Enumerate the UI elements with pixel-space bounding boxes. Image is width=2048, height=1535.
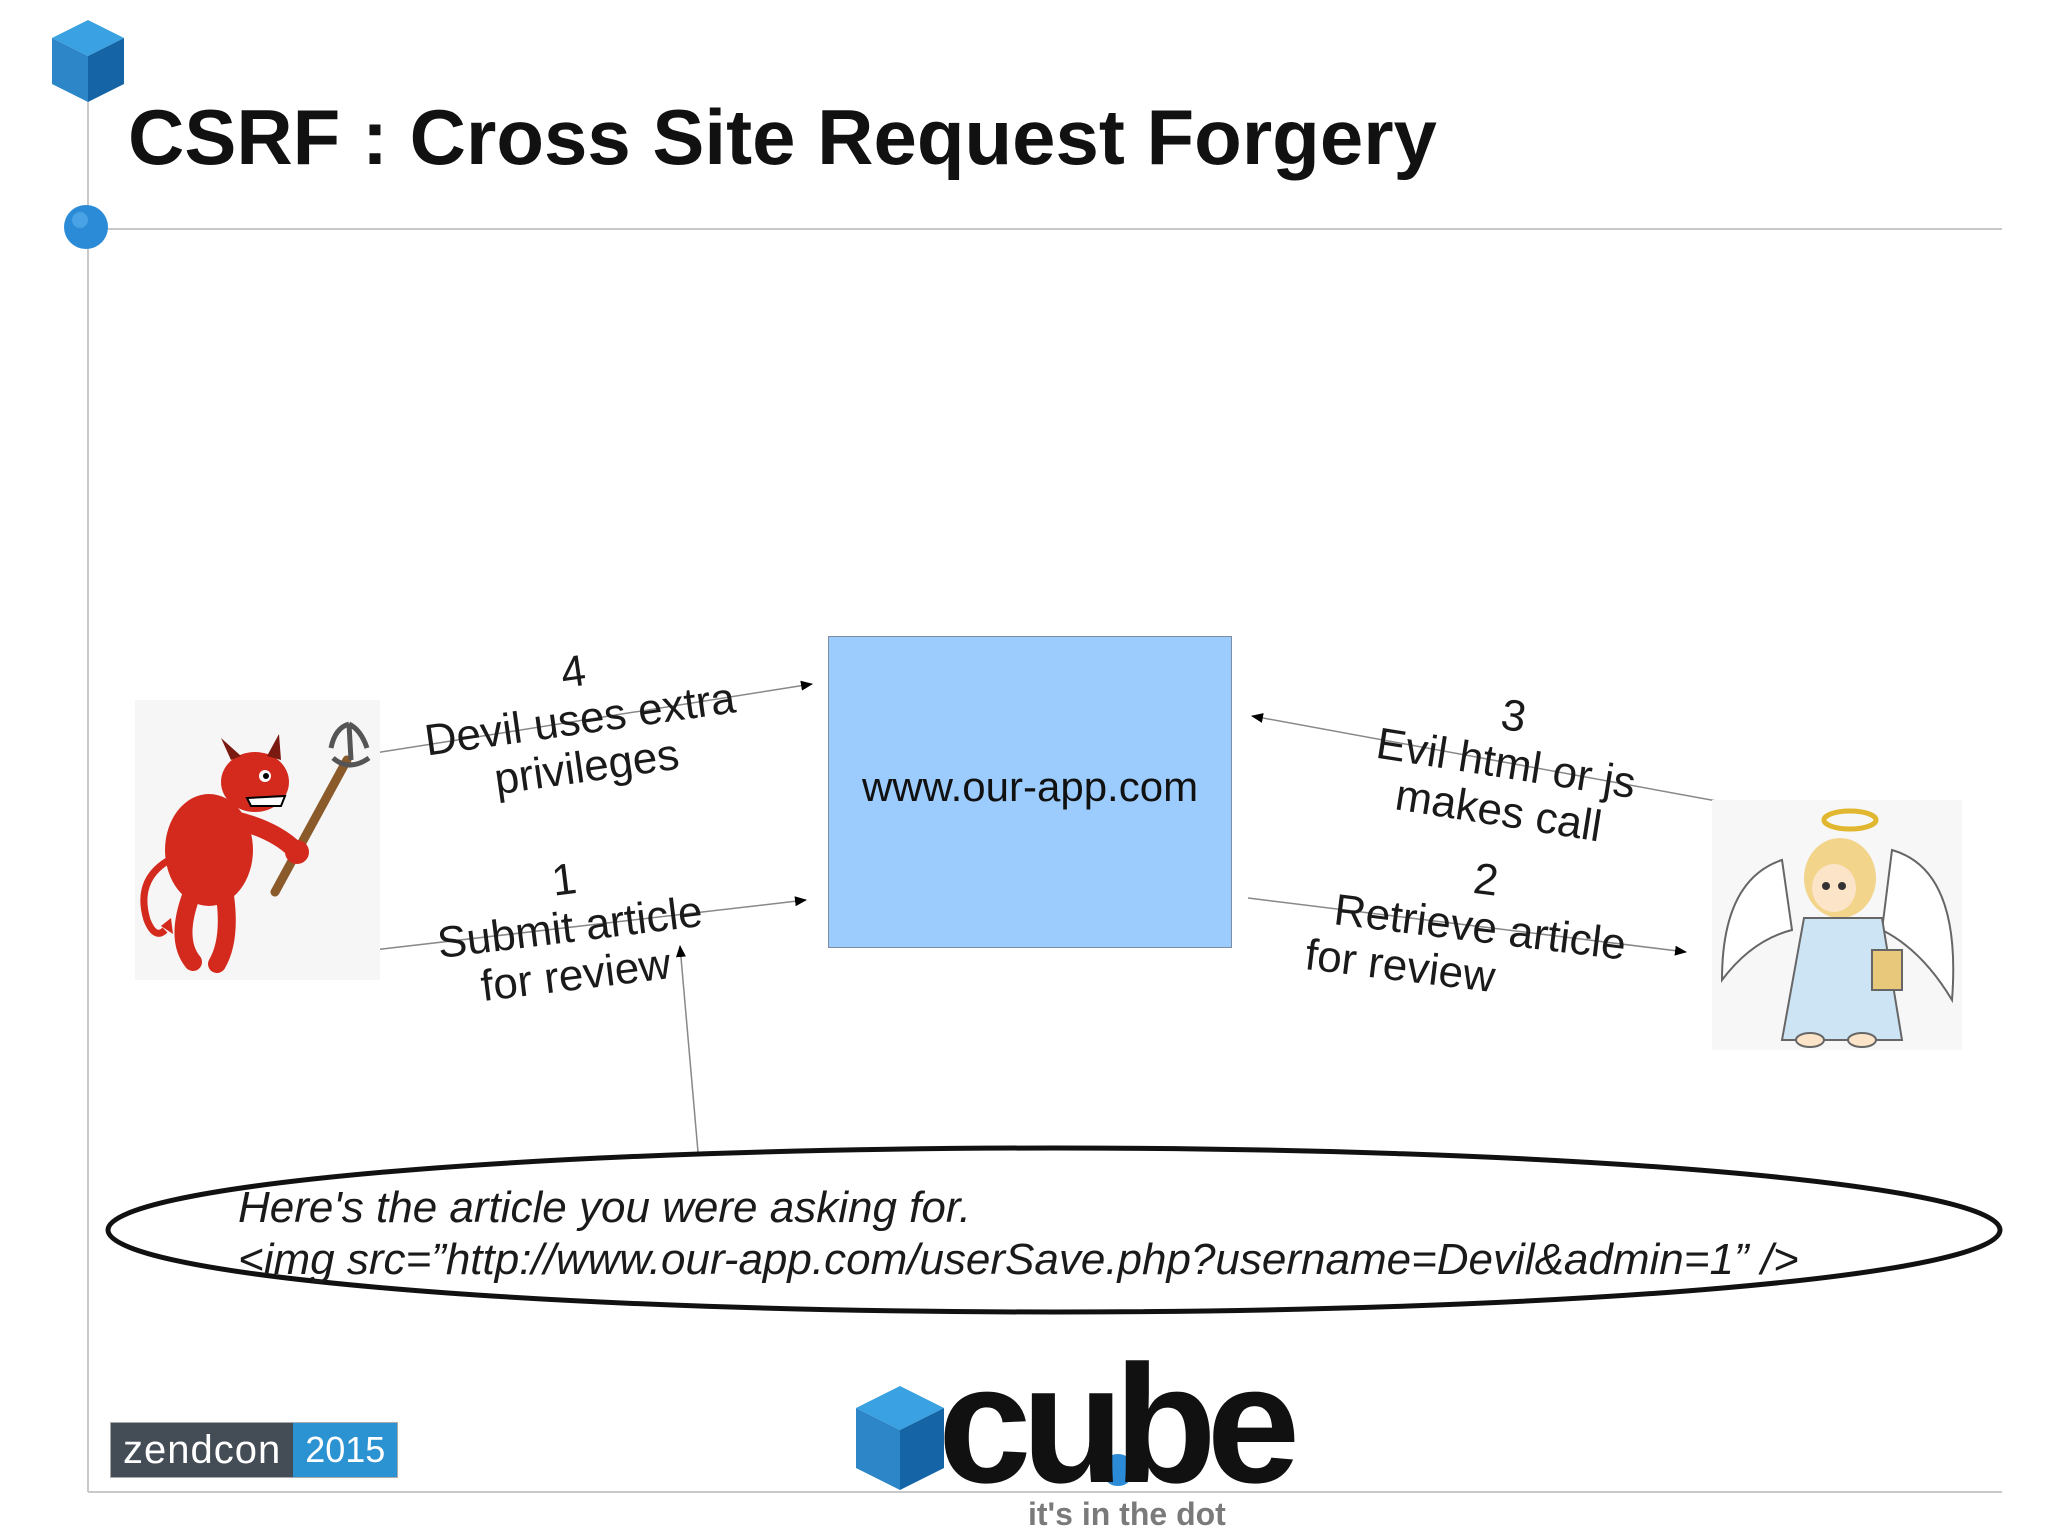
devil-icon: [135, 700, 380, 980]
payload-line-1: Here's the article you were asking for.: [238, 1183, 972, 1232]
server-box: www.our-app.com: [828, 636, 1232, 948]
cube-tagline: it's in the dot: [1028, 1496, 1226, 1532]
arrow-step-1: [329, 896, 807, 956]
cube-logo-icon: [856, 1386, 944, 1490]
payload-line-2: <img src=”http://www.our-app.com/userSav…: [238, 1235, 1799, 1284]
blue-dot-icon: [64, 205, 108, 249]
trident-icon: [270, 721, 371, 897]
zendcon-name: zendcon: [111, 1423, 294, 1477]
zendcon-year: 2015: [293, 1423, 398, 1477]
server-label: www.our-app.com: [861, 763, 1199, 810]
angel-icon: [1712, 800, 1962, 1050]
page-title: CSRF : Cross Site Request Forgery: [128, 93, 1437, 181]
cube-logo-text: cube: [938, 1330, 1300, 1518]
zendcon-badge: zendcon 2015: [110, 1422, 399, 1478]
payload-ellipse: [105, 1145, 2003, 1315]
arrow-step-4: [355, 680, 813, 757]
arrow-step-2: [1247, 897, 1687, 956]
arrow-step-3: [1251, 713, 1745, 807]
cube-logo-icon: [52, 20, 124, 102]
arrow-payload-to-step-1: [675, 945, 699, 1153]
payload-text: Here's the article you were asking for. …: [238, 1182, 1799, 1286]
blue-dot-icon: [1098, 1450, 1138, 1490]
